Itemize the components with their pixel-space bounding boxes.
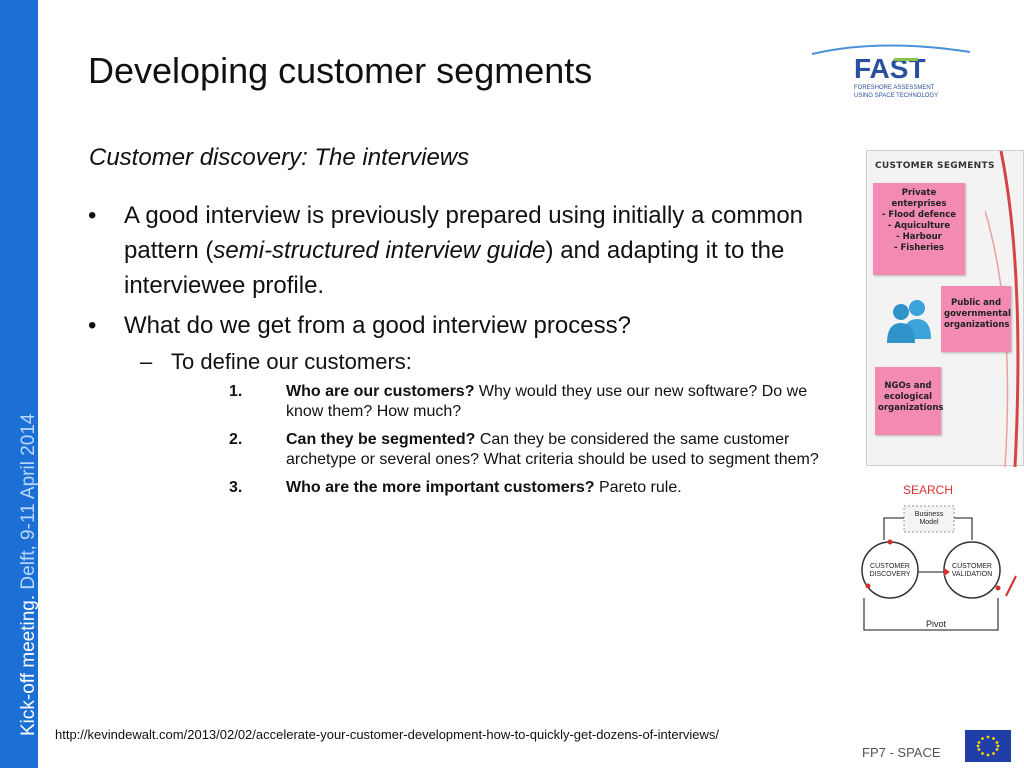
item-question: Can they be segmented? [286, 431, 476, 448]
customer-validation-label: CUSTOMER VALIDATION [944, 563, 1000, 579]
note-line: ecological [883, 392, 933, 402]
search-label: SEARCH [903, 483, 954, 497]
bullet-text-emphasis: semi-structured interview guide [213, 237, 546, 264]
people-icon [887, 300, 931, 343]
note-line: organizations [944, 320, 1010, 330]
label-line: DISCOVERY [869, 571, 911, 578]
bullet-text: ) and adapting it to the interviewee pro… [124, 237, 785, 299]
bullet-item: • A good interview is previously prepare… [88, 198, 833, 303]
logo-tagline-1: FORESHORE ASSESSMENT [854, 85, 935, 91]
meeting-place-date: Delft, 9-11 April 2014 [18, 413, 39, 595]
item-question: Who are our customers? [286, 383, 475, 400]
sub-bullet-dash: – [140, 349, 153, 374]
item-number: 3. [229, 479, 243, 496]
bullet-item: • What do we get from a good interview p… [88, 308, 833, 343]
sidebar-band: Kick-off meeting. Delft, 9-11 April 2014 [0, 0, 39, 768]
panel-heading: CUSTOMER SEGMENTS [875, 161, 995, 171]
customer-development-diagram [861, 505, 1017, 631]
sticky-note-public: Public and governmental organizations [941, 286, 1011, 352]
logo-wordmark: FAST [854, 53, 926, 84]
item-detail: Pareto rule. [594, 479, 682, 496]
item-number: 1. [229, 383, 243, 400]
bullet-list: • A good interview is previously prepare… [88, 198, 833, 506]
sticky-note-private: Private enterprises - Flood defence - Aq… [873, 183, 965, 275]
customer-segments-panel: CUSTOMER SEGMENTS Private enterprises - … [866, 150, 1024, 467]
note-line: - Flood defence [881, 210, 957, 220]
label-line: CUSTOMER [870, 563, 910, 570]
note-line: Public and [950, 298, 1002, 308]
label-line: Business [914, 511, 944, 518]
item-number: 2. [229, 431, 243, 448]
eu-flag-icon [965, 730, 1011, 762]
numbered-item: 2. Can they be segmented? Can they be co… [229, 430, 831, 470]
note-line: governmental [944, 309, 1011, 319]
bullet-text: What do we get from a good interview pro… [124, 312, 631, 339]
program-label: FP7 - SPACE [862, 745, 941, 760]
note-line: - Aquiculture [887, 221, 951, 231]
numbered-item: 1. Who are our customers? Why would they… [229, 382, 831, 422]
slide-title: Developing customer segments [88, 50, 593, 91]
note-line: Private enterprises [891, 188, 947, 209]
bullet-text: A good interview is previously prepared … [124, 202, 804, 264]
eu-stars [976, 735, 1000, 757]
logo-tagline-2: USING SPACE TECHNOLOGY [854, 93, 938, 99]
note-line: NGOs and [884, 381, 932, 391]
note-line: - Harbour [896, 232, 942, 242]
meeting-caption: Kick-off meeting. Delft, 9-11 April 2014 [18, 413, 39, 736]
slide-subtitle: Customer discovery: The interviews [89, 144, 470, 171]
note-line: - Fisheries [893, 243, 944, 253]
sticky-note-ngo: NGOs and ecological organizations [875, 367, 944, 435]
meeting-name: Kick-off meeting. [18, 594, 39, 736]
numbered-list: 1. Who are our customers? Why would they… [88, 382, 833, 498]
fast-logo: FAST FORESHORE ASSESSMENT USING SPACE TE… [811, 44, 971, 99]
item-detail: Can they be considered the same customer… [286, 431, 819, 468]
source-url: http://kevindewalt.com/2013/02/02/accele… [55, 727, 720, 742]
label-line: Model [919, 519, 939, 526]
customer-discovery-label: CUSTOMER DISCOVERY [862, 563, 918, 579]
bullet-dot: • [88, 312, 97, 339]
item-question: Who are the more important customers? [286, 479, 595, 496]
numbered-item: 3. Who are the more important customers?… [229, 478, 831, 498]
label-line: CUSTOMER [952, 563, 992, 570]
note-line: organizations [878, 403, 944, 413]
label-line: VALIDATION [951, 571, 993, 578]
pivot-label: Pivot [925, 619, 946, 629]
item-detail: Why would they use our new software? Do … [286, 383, 808, 420]
sub-bullet-item: – To define our customers: [88, 346, 833, 378]
business-model-label: Business Model [904, 511, 954, 527]
bullet-dot: • [88, 202, 97, 229]
sub-bullet-text: To define our customers: [171, 349, 412, 374]
